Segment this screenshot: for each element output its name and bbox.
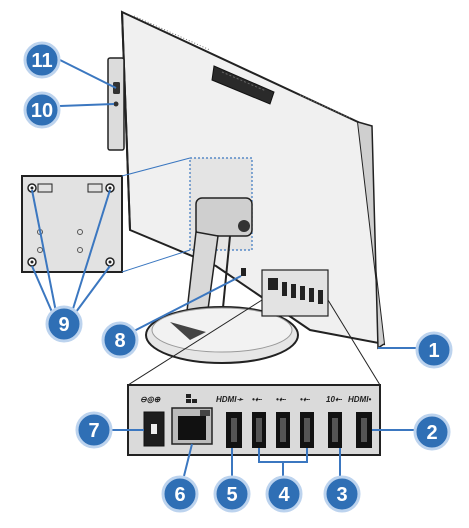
callout-7-number: 7 bbox=[88, 420, 99, 442]
callout-8: 8 bbox=[101, 321, 139, 359]
callout-2-number: 2 bbox=[426, 422, 437, 444]
dc-power-port bbox=[143, 411, 165, 447]
callout-9: 9 bbox=[45, 305, 83, 343]
callout-8-number: 8 bbox=[114, 330, 125, 352]
usb-port-2 bbox=[276, 412, 290, 448]
usb-label-1: •⇠ bbox=[252, 395, 263, 404]
callout-11-number: 11 bbox=[31, 50, 52, 72]
callout-2: 2 bbox=[413, 413, 451, 451]
monitor-back bbox=[120, 10, 386, 350]
usb-label-2: •⇠ bbox=[276, 395, 287, 404]
camera-module bbox=[211, 65, 275, 105]
hdmi-out-port bbox=[356, 412, 372, 448]
callout-10-number: 10 bbox=[31, 100, 53, 122]
rear-io-cluster bbox=[241, 268, 329, 317]
callout-3: 3 bbox=[323, 475, 361, 513]
network-icon bbox=[186, 394, 197, 403]
ethernet-port bbox=[171, 407, 213, 445]
hdmi-in-port bbox=[226, 412, 242, 448]
callout-6: 6 bbox=[161, 475, 199, 513]
port-detail-panel: ⊖◎⊕ HDMI➛ •⇠ •⇠ •⇠ 10⇠ HDMI• bbox=[127, 384, 381, 456]
leader-lines bbox=[31, 59, 416, 477]
callout-3-number: 3 bbox=[336, 484, 347, 506]
usb-port-3 bbox=[300, 412, 314, 448]
power-port-label: ⊖◎⊕ bbox=[140, 395, 161, 404]
callout-5: 5 bbox=[213, 475, 251, 513]
usb-10g-label: 10⇠ bbox=[326, 395, 343, 404]
callout-11: 11 bbox=[23, 41, 61, 79]
callout-5-number: 5 bbox=[226, 484, 237, 506]
hdmi-out-label: HDMI• bbox=[348, 395, 371, 404]
callout-9-number: 9 bbox=[58, 314, 69, 336]
callout-4-number: 4 bbox=[278, 484, 290, 506]
vesa-detail-panel bbox=[21, 175, 123, 273]
hdmi-in-label: HDMI➛ bbox=[216, 395, 243, 404]
callout-1-number: 1 bbox=[428, 340, 439, 362]
callout-4: 4 bbox=[265, 475, 303, 513]
callout-6-number: 6 bbox=[174, 484, 185, 506]
callout-10: 10 bbox=[23, 91, 61, 129]
usb-label-3: •⇠ bbox=[300, 395, 311, 404]
usb-port-1 bbox=[252, 412, 266, 448]
side-controls bbox=[107, 57, 125, 151]
callout-7: 7 bbox=[75, 411, 113, 449]
callout-1: 1 bbox=[415, 331, 453, 369]
usb-10g-port bbox=[328, 412, 342, 448]
